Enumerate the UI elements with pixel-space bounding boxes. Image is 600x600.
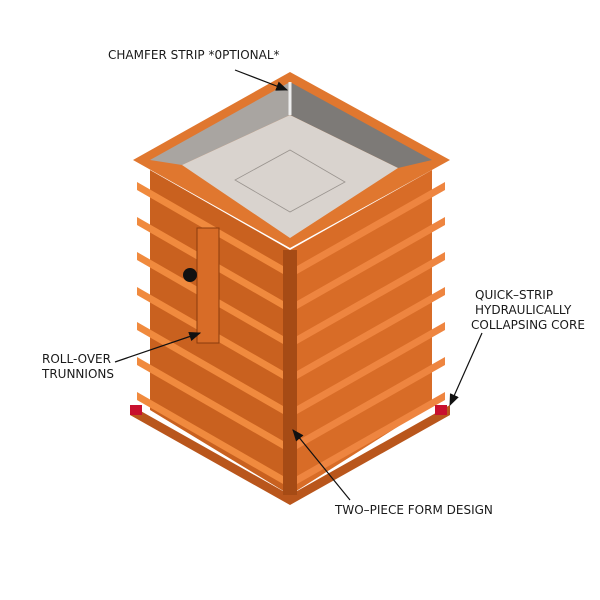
trunnions-label-line1: ROLL-OVER [42,352,111,366]
inner-wall-right [290,82,432,168]
hydraulic-jack-right [435,405,447,415]
chamfer-leader [234,69,289,91]
two-piece-seam [283,250,297,495]
trunnion-pin [183,268,197,282]
stiffener-rib-right [290,322,445,418]
two-piece-leader [292,429,351,501]
trunnion-leader [114,331,202,363]
trunnions-label-line2: TRUNNIONS [42,367,114,381]
core-leader [449,332,483,407]
stiffener-rib-right [290,252,445,348]
core-top [182,115,398,238]
core-label-line1: QUICK–STRIP [475,288,554,302]
two-piece-label: TWO–PIECE FORM DESIGN [335,503,493,517]
chamfer-strip-label: CHAMFER STRIP *0PTIONAL* [108,48,280,62]
trunnion-plate [196,227,220,344]
stiffener-rib-left [137,357,290,453]
stiffener-rib-left [137,322,290,418]
stiffener-rib-right [290,357,445,453]
stiffener-rib-right [290,217,445,313]
hydraulic-jack-left [130,405,142,415]
stiffener-rib-right [290,287,445,383]
core-hatch [234,149,346,213]
core-label-line2: HYDRAULICALLY [475,303,572,317]
stiffener-rib-right [290,392,445,488]
stiffener-rib-left [137,392,290,488]
inner-wall-left [150,82,290,165]
core-label-line3: COLLAPSING CORE [471,318,585,332]
stiffener-rib-right [290,182,445,278]
